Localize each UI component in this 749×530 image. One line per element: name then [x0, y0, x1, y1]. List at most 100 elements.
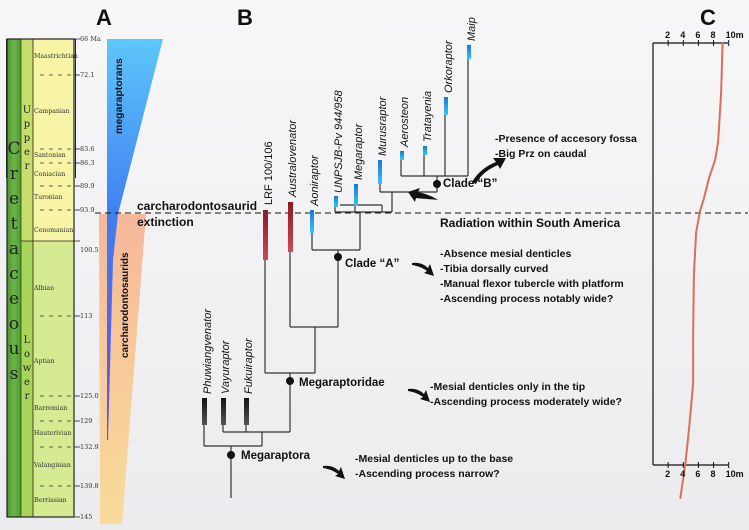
panel-label-c: C	[700, 5, 716, 30]
period-column-fill	[7, 39, 21, 517]
feature-item: -Absence mesial denticles	[440, 248, 572, 260]
node-clade-b	[433, 180, 441, 188]
top-ticks	[667, 40, 730, 46]
range-bar-lrf	[263, 210, 268, 260]
epoch-letter: p	[23, 119, 31, 130]
bottom-ticks	[667, 462, 730, 468]
range-bar-tratayenia	[423, 146, 427, 155]
range-bar-phuwiangvenator	[202, 398, 207, 425]
extinction-label-line1: carcharodontosaurid	[137, 199, 258, 213]
arrow-clade-b-icon	[472, 158, 506, 184]
upper-stages-fill	[33, 39, 74, 241]
period-letter: o	[8, 314, 20, 334]
range-bar-unpsjb	[334, 196, 338, 207]
feature-item: -Ascending process narrow?	[355, 468, 500, 480]
feature-item: -Big Prz on caudal	[495, 148, 587, 160]
node-megaraptoridae	[286, 377, 294, 385]
tick-label: 4	[680, 30, 686, 40]
tick-label: 4	[680, 469, 686, 479]
stage-label: Barremian	[34, 405, 68, 412]
epoch-upper-label: U p p e r	[21, 104, 33, 174]
period-letter: a	[8, 239, 20, 259]
age-label: 132.9	[80, 443, 99, 451]
epoch-lower-label: L o w e r	[21, 334, 33, 404]
stage-label: Valanginian	[34, 462, 71, 469]
period-letter: C	[7, 139, 21, 159]
stage-label: Albian	[34, 285, 55, 292]
epoch-letter: r	[24, 161, 30, 172]
age-label: 145	[80, 513, 93, 521]
feature-item: -Tibia dorsally curved	[440, 263, 549, 275]
range-bar-orkoraptor	[444, 97, 448, 115]
epoch-letter: p	[23, 133, 31, 144]
period-label: C r e t a c e o u s	[6, 137, 22, 387]
range-bar-fukuiraptor	[244, 398, 249, 425]
tick-label: 2	[665, 30, 671, 40]
arrow-megaraptora-icon	[323, 465, 345, 479]
feature-item: -Ascending process notably wide?	[440, 293, 614, 305]
arrow-megaraptoridae-icon	[408, 388, 430, 402]
tick-label: 10m	[725, 469, 744, 479]
range-bar-murusraptor	[378, 160, 382, 184]
megaraptora-features: -Mesial denticles up to the base -Ascend…	[355, 452, 513, 482]
stage-label: Campanian	[34, 108, 70, 115]
age-label: 125.0	[80, 392, 99, 400]
body-size-line	[679, 41, 724, 499]
tick-label: 2	[665, 469, 671, 479]
arrow-radiation-icon	[408, 188, 438, 202]
range-bar-megaraptor	[354, 184, 358, 206]
age-label: 100.5	[80, 246, 99, 254]
tick-label: 10m	[725, 30, 744, 40]
epoch-letter: e	[24, 377, 30, 388]
period-letter: e	[8, 189, 20, 209]
epoch-letter: w	[22, 363, 32, 374]
timescale-graphic	[6, 38, 80, 518]
panel-label-a: A	[96, 5, 112, 30]
node-clade-a	[334, 253, 342, 261]
feature-item: -Presence of accesory fossa	[495, 133, 637, 145]
age-label: 113	[80, 312, 93, 320]
arrow-clade-a-icon	[412, 262, 434, 276]
stage-label: Berriasian	[34, 497, 67, 504]
epoch-letter: o	[23, 349, 31, 360]
period-letter: s	[9, 364, 19, 384]
tick-label: 8	[710, 469, 716, 479]
range-bar-aoniraptor	[310, 210, 314, 233]
age-label: 83.6	[80, 145, 95, 153]
stage-label: Santonian	[34, 152, 66, 159]
stage-label: Maastrichtian	[34, 53, 78, 60]
megaraptora-label: Megaraptora	[241, 450, 311, 462]
clade-a-features: -Absence mesial denticles -Tibia dorsall…	[440, 247, 624, 307]
epoch-letter: e	[24, 147, 30, 158]
epoch-upper-fill	[21, 39, 33, 241]
stage-label: Turonian	[34, 194, 63, 201]
range-bar-australovenator	[288, 202, 293, 252]
age-label: 89.9	[80, 182, 95, 190]
period-letter: u	[8, 339, 20, 359]
age-label: 93.9	[80, 206, 95, 214]
panel-label-b: B	[237, 5, 253, 30]
epoch-lower-fill	[21, 241, 33, 517]
age-label: 129	[80, 417, 93, 425]
arrow-icons	[323, 158, 506, 479]
feature-item: -Manual flexor tubercle with platform	[440, 278, 624, 290]
stage-label: Aptian	[34, 358, 55, 365]
tick-label: 6	[695, 469, 701, 479]
feature-item: -Ascending process moderately wide?	[430, 396, 622, 408]
stage-label: Hauterivian	[34, 430, 72, 437]
age-label: 66 Ma	[80, 35, 101, 43]
megaraptoran-wedge	[107, 39, 163, 440]
lower-stages-fill	[33, 241, 74, 517]
range-bar-vayuraptor	[221, 398, 226, 425]
range-bar-maip	[467, 45, 471, 59]
tick-label: 6	[695, 30, 701, 40]
stage-label: Cenomanian	[34, 227, 74, 234]
epoch-letter: L	[23, 335, 31, 346]
clade-b-label: Clade “B”	[443, 178, 498, 190]
period-letter: t	[10, 214, 18, 234]
feature-item: -Mesial denticles only in the tip	[430, 381, 586, 393]
megaraptoridae-label: Megaraptoridae	[299, 377, 385, 389]
